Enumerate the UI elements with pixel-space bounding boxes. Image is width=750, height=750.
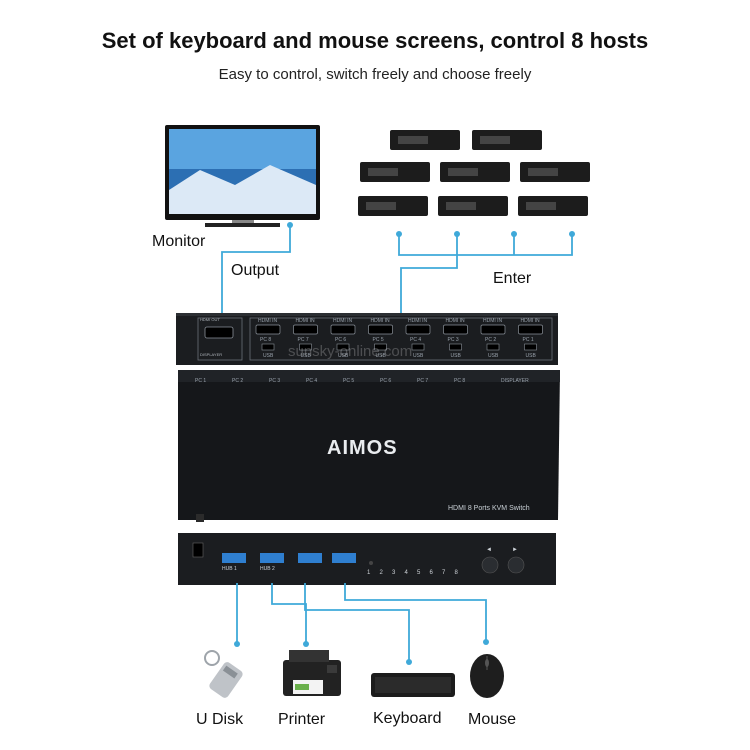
usb-label: USB xyxy=(526,353,537,359)
hdmi-in-port-6: HDMI IN PC 3 USB xyxy=(443,318,468,359)
kvm-front-panel xyxy=(178,533,556,585)
hdmi-in-port-5: HDMI IN PC 4 USB xyxy=(405,318,431,359)
port-name-label: PC 2 xyxy=(485,337,496,343)
kvm-main-unit xyxy=(178,370,560,522)
top-port-label: PC 1 xyxy=(195,378,207,384)
top-port-label: PC 6 xyxy=(380,378,392,384)
host-3 xyxy=(360,162,430,182)
host-2 xyxy=(472,130,542,150)
hdmi-in-label: HDMI IN xyxy=(521,318,541,324)
hdmi-in-port-7: HDMI IN PC 2 USB xyxy=(480,318,506,359)
front-number-label: 6 xyxy=(429,570,433,576)
input-connection-lines xyxy=(396,231,575,318)
hdmi-in-label: HDMI IN xyxy=(408,318,428,324)
enter-label: Enter xyxy=(493,270,532,287)
hdmi-in-label: HDMI IN xyxy=(296,318,316,324)
model-label: HDMI 8 Ports KVM Switch xyxy=(448,505,530,512)
hdmi-in-port-3: HDMI IN PC 6 USB xyxy=(330,318,356,359)
hdmi-in-label: HDMI IN xyxy=(333,318,353,324)
front-number-label: 5 xyxy=(417,570,421,576)
top-port-label: PC 4 xyxy=(306,378,318,384)
keyboard-label: Keyboard xyxy=(373,710,442,727)
hub1-label: HUB 1 xyxy=(222,566,237,572)
top-port-label: DISPLAYER xyxy=(501,378,529,384)
mouse-icon xyxy=(470,654,504,698)
front-number-label: 3 xyxy=(392,570,396,576)
port-name-label: PC 8 xyxy=(260,337,271,343)
output-connection-line xyxy=(221,222,293,318)
page-title: Set of keyboard and mouse screens, contr… xyxy=(101,28,649,53)
hdmi-in-label: HDMI IN xyxy=(446,318,466,324)
hdmi-in-port-8: HDMI IN PC 1 USB xyxy=(518,318,543,359)
monitor-icon xyxy=(165,125,320,227)
printer-icon xyxy=(283,650,341,696)
port-name-label: PC 3 xyxy=(448,337,459,343)
host-8 xyxy=(518,196,588,216)
port-name-label: PC 4 xyxy=(410,337,421,343)
port-name-label: PC 1 xyxy=(523,337,534,343)
arrow-left-icon: ◄ xyxy=(486,547,492,553)
hdmi-in-label: HDMI IN xyxy=(371,318,391,324)
host-6 xyxy=(358,196,428,216)
front-number-label: 4 xyxy=(404,570,408,576)
hdmi-out-label: HDMI OUT xyxy=(200,317,220,322)
top-port-label: PC 5 xyxy=(343,378,355,384)
hdmi-in-port-2: HDMI IN PC 7 USB xyxy=(293,318,318,359)
kvm-back-panel xyxy=(176,313,558,365)
host-1 xyxy=(390,130,460,150)
back-displayer-label: DISPLAYER xyxy=(200,352,223,357)
host-5 xyxy=(520,162,590,182)
front-number-label: 1 xyxy=(367,570,371,576)
monitor-label: Monitor xyxy=(152,233,206,250)
hdmi-in-port-1: HDMI IN PC 8 USB xyxy=(255,318,281,359)
usb-label: USB xyxy=(338,353,349,359)
arrow-right-icon: ► xyxy=(512,547,518,553)
hdmi-in-label: HDMI IN xyxy=(483,318,503,324)
usb-label: USB xyxy=(451,353,462,359)
top-port-label: PC 3 xyxy=(269,378,281,384)
hdmi-in-ports: HDMI IN PC 8 USB HDMI IN PC 7 USB HDMI IN PC 6 U… xyxy=(255,318,543,359)
brand-logo: AIMOS xyxy=(327,437,398,459)
port-name-label: PC 5 xyxy=(373,337,384,343)
output-label: Output xyxy=(231,262,280,279)
udisk-label: U Disk xyxy=(196,711,244,728)
top-port-label: PC 2 xyxy=(232,378,244,384)
mouse-label: Mouse xyxy=(468,711,517,728)
usb-label: USB xyxy=(263,353,274,359)
port-name-label: PC 7 xyxy=(298,337,309,343)
usb-label: USB xyxy=(413,353,424,359)
watermark: sunsky-online.com xyxy=(288,343,413,360)
front-number-label: 2 xyxy=(379,570,383,576)
usb-connection-lines xyxy=(234,583,489,665)
page-subtitle: Easy to control, switch freely and choos… xyxy=(218,66,532,83)
front-number-label: 8 xyxy=(454,570,458,576)
hdmi-in-port-4: HDMI IN PC 5 USB xyxy=(368,318,393,359)
hub2-label: HUB 2 xyxy=(260,566,275,572)
top-port-label: PC 7 xyxy=(417,378,429,384)
usb-label: USB xyxy=(376,353,387,359)
usb-label: USB xyxy=(488,353,499,359)
usb-drive-icon xyxy=(204,650,243,698)
host-7 xyxy=(438,196,508,216)
keyboard-icon xyxy=(371,673,455,697)
hosts-group xyxy=(358,130,590,216)
hdmi-in-label: HDMI IN xyxy=(258,318,278,324)
printer-label: Printer xyxy=(278,711,326,728)
host-4 xyxy=(440,162,510,182)
front-number-label: 7 xyxy=(442,570,446,576)
top-port-label: PC 8 xyxy=(454,378,466,384)
usb-label: USB xyxy=(301,353,312,359)
top-port-labels: PC 1 PC 2 PC 3 PC 4 PC 5 PC 6 PC 7 PC 8 DISPLAYE… xyxy=(195,378,529,388)
port-name-label: PC 6 xyxy=(335,337,346,343)
